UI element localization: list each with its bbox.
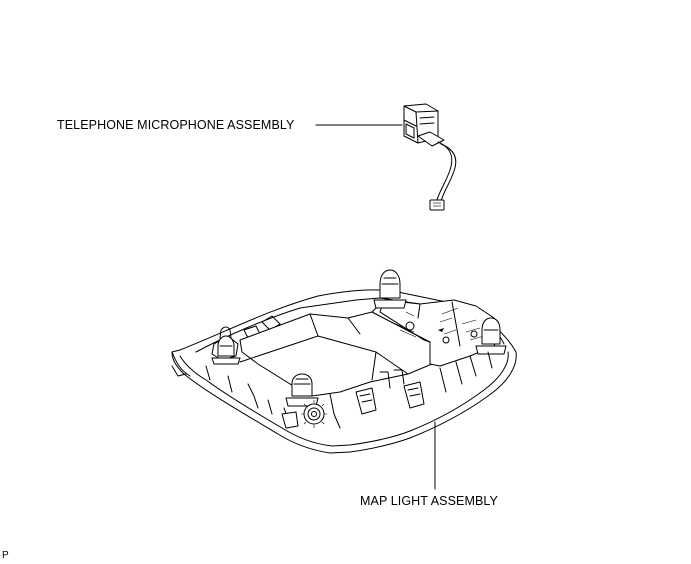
label-telephone-microphone-assembly: TELEPHONE MICROPHONE ASSEMBLY [57, 118, 295, 132]
label-map-light-assembly: MAP LIGHT ASSEMBLY [360, 494, 498, 508]
map-light-assembly [171, 269, 517, 454]
telephone-microphone-assembly [403, 103, 457, 211]
figure-code-label: P [2, 550, 9, 561]
